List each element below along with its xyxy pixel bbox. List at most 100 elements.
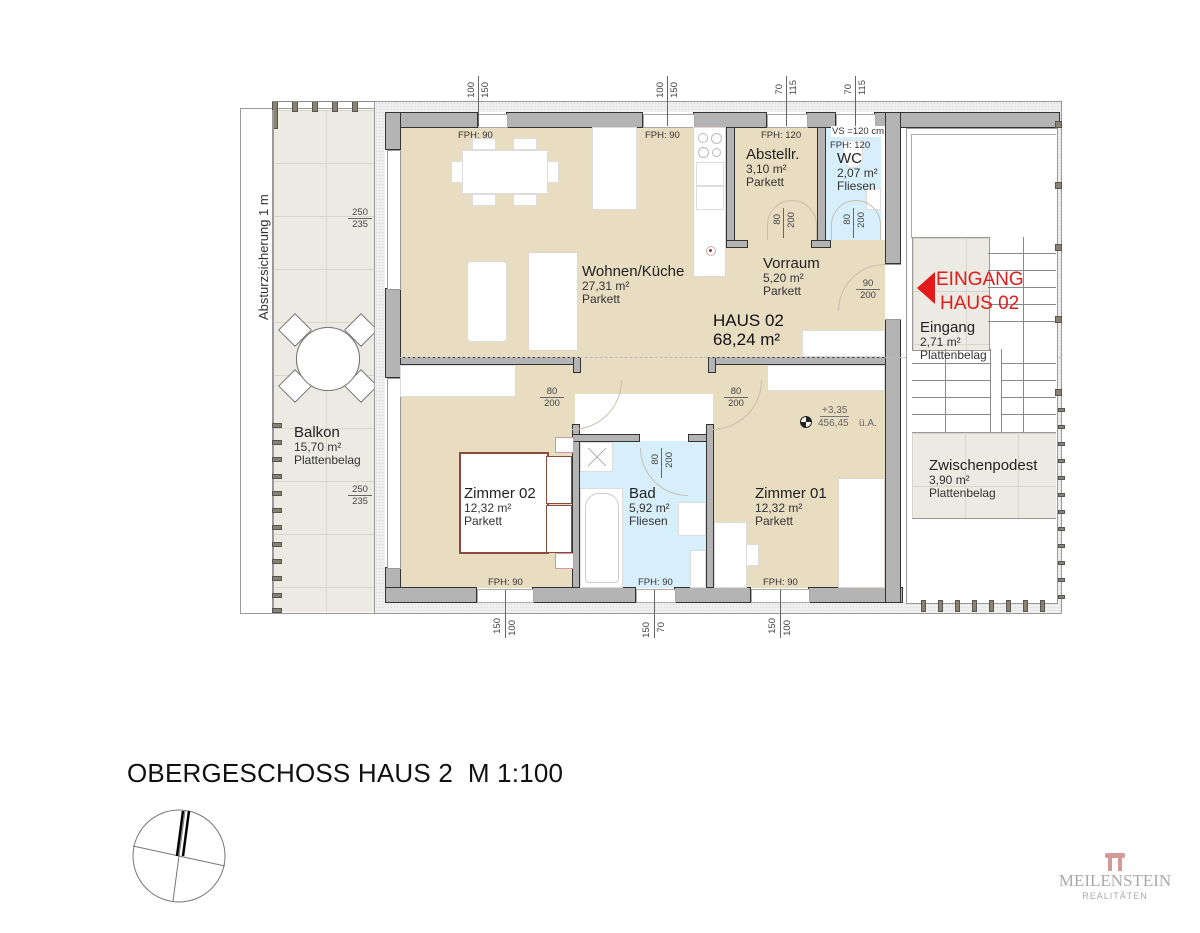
double-bed (459, 452, 549, 554)
logo-sub: REALITÄTEN (1082, 891, 1148, 901)
balcony-door (387, 150, 401, 290)
window-dim: 150 (669, 82, 680, 98)
wall-right-lower (885, 318, 901, 603)
entrance-label: EINGANG HAUS 02 (936, 268, 1024, 316)
fph-label: FPH: 120 (761, 130, 802, 141)
wall-left-upper (385, 112, 401, 150)
pillow (546, 505, 572, 553)
window-dim: 115 (857, 80, 868, 96)
railing-post (292, 101, 298, 112)
stair-inner-box (911, 134, 1056, 238)
nightstand (555, 437, 574, 453)
dim-line (667, 76, 668, 126)
wall-top-mid (506, 112, 643, 128)
room-label-eingang: Eingang 2,71 m² Plattenbelag (920, 319, 987, 362)
wall-bottom-mid2 (674, 587, 751, 603)
entrance-door-opening (885, 264, 901, 320)
railing-post (955, 600, 960, 612)
window-dim: 150 (641, 622, 652, 638)
railing-post (1058, 459, 1065, 463)
window (478, 114, 508, 128)
railing-post (1058, 544, 1065, 548)
wc-toilet (843, 140, 863, 168)
fph-label: FPH: 120 (830, 140, 871, 151)
logo-name: MEILENSTEIN (1058, 871, 1172, 890)
north-arrow-icon (131, 808, 227, 904)
elevation-marker-icon (800, 416, 812, 428)
railing-top (272, 101, 378, 102)
wall-abstell-wc (817, 127, 826, 242)
wardrobe (400, 365, 516, 397)
railing-post (1055, 121, 1062, 128)
room-label-wohnen: Wohnen/Küche 27,31 m² Parkett (582, 263, 685, 306)
railing-post (272, 508, 282, 513)
stove-icon (712, 148, 721, 157)
wall-top-right (874, 112, 1060, 128)
railing-post (989, 600, 994, 612)
wardrobe (767, 365, 885, 391)
window-dim: 70 (656, 622, 667, 633)
window (636, 589, 676, 603)
balcony-door (387, 378, 401, 569)
railing-post (272, 542, 282, 547)
vs-note: VS =120 cm (831, 126, 886, 137)
railing-post (272, 491, 282, 496)
wall-right-upper (885, 112, 901, 264)
kitchen-cabinet (696, 186, 724, 210)
railing-post (1058, 510, 1065, 514)
chair (472, 194, 496, 206)
balcony-table (296, 327, 360, 391)
fph-label: FPH: 90 (638, 577, 673, 588)
railing-post (1058, 476, 1065, 480)
railing-post (1058, 561, 1065, 565)
window-dim: 115 (788, 80, 799, 96)
wall-abstell-stub (726, 240, 748, 248)
stove-icon (711, 133, 722, 144)
chair (513, 138, 537, 150)
window-dim: 150 (480, 82, 491, 98)
entrance-label-line2: HAUS 02 (940, 293, 1020, 314)
kitchen-cabinet (696, 162, 724, 186)
fph-label: FPH: 90 (763, 577, 798, 588)
chair (547, 161, 559, 183)
dining-table (462, 150, 548, 194)
window-dim: 100 (507, 620, 518, 636)
railing-post (972, 600, 977, 612)
railing-post (1055, 182, 1062, 189)
door-dim: 80 (772, 214, 783, 225)
railing-post (938, 600, 943, 612)
door-swing (767, 200, 817, 240)
room-label-vorraum: Vorraum 5,20 m² Parkett (763, 255, 820, 298)
railing-post (1058, 425, 1065, 429)
vorraum-bench (802, 330, 885, 357)
dim-line (783, 208, 784, 238)
window (643, 114, 695, 128)
shower-x-icon (588, 445, 606, 469)
railing-post (1058, 408, 1065, 412)
railing-post (1055, 389, 1062, 396)
fph-label: FPH: 90 (458, 130, 493, 141)
railing-post (272, 593, 282, 598)
chair (451, 161, 463, 183)
floor-zwischenpodest (912, 432, 1056, 519)
railing-post (272, 440, 282, 445)
room-label-balkon: Balkon 15,70 m² Plattenbelag (294, 424, 361, 467)
wall-left-mid (385, 288, 401, 378)
railing-post (272, 608, 282, 613)
window-dim: 100 (466, 82, 477, 98)
railing-post (1058, 578, 1065, 582)
kitchen-island (592, 127, 637, 210)
wall-bottom-left (385, 587, 477, 603)
fph-label: FPH: 90 (645, 130, 680, 141)
room-label-abstell: Abstellr. 3,10 m² Parkett (746, 146, 800, 189)
washbasin (678, 502, 706, 536)
door-dim: 200 (664, 452, 675, 468)
railing-line (272, 110, 274, 612)
door-dim: 80 (650, 454, 661, 465)
dim-line (478, 76, 479, 126)
railing-post (272, 474, 282, 479)
